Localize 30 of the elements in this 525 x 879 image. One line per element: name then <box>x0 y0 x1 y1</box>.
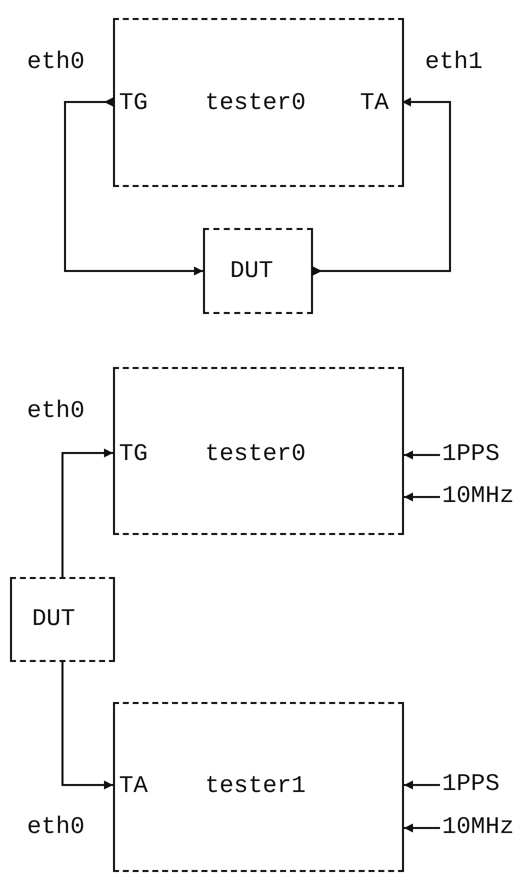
signal-label: 10MHz <box>440 813 516 843</box>
device-box <box>10 577 115 662</box>
arrow <box>404 492 440 502</box>
arrow <box>62 662 113 790</box>
port-label: TG <box>115 440 152 470</box>
interface-label: eth1 <box>425 48 483 78</box>
device-box <box>203 228 313 314</box>
port-label: TA <box>115 772 152 802</box>
box-title: DUT <box>230 257 274 287</box>
box-title: tester0 <box>205 89 306 119</box>
port-label: TA <box>356 89 393 119</box>
device-box <box>113 702 404 872</box>
box-title: tester0 <box>205 440 306 470</box>
arrow <box>62 448 113 577</box>
signal-label: 1PPS <box>440 770 502 800</box>
interface-label: eth0 <box>27 813 85 843</box>
arrow <box>404 780 440 790</box>
box-title: DUT <box>32 605 76 635</box>
signal-label: 1PPS <box>440 440 502 470</box>
interface-label: eth0 <box>27 397 85 427</box>
box-title: tester1 <box>205 772 306 802</box>
device-box <box>113 367 404 535</box>
port-label: TG <box>115 89 152 119</box>
arrow <box>64 98 203 276</box>
arrow <box>404 450 440 460</box>
signal-label: 10MHz <box>440 482 516 512</box>
arrow <box>313 98 451 276</box>
device-box <box>113 18 404 187</box>
arrow <box>404 824 440 832</box>
interface-label: eth0 <box>27 48 85 78</box>
